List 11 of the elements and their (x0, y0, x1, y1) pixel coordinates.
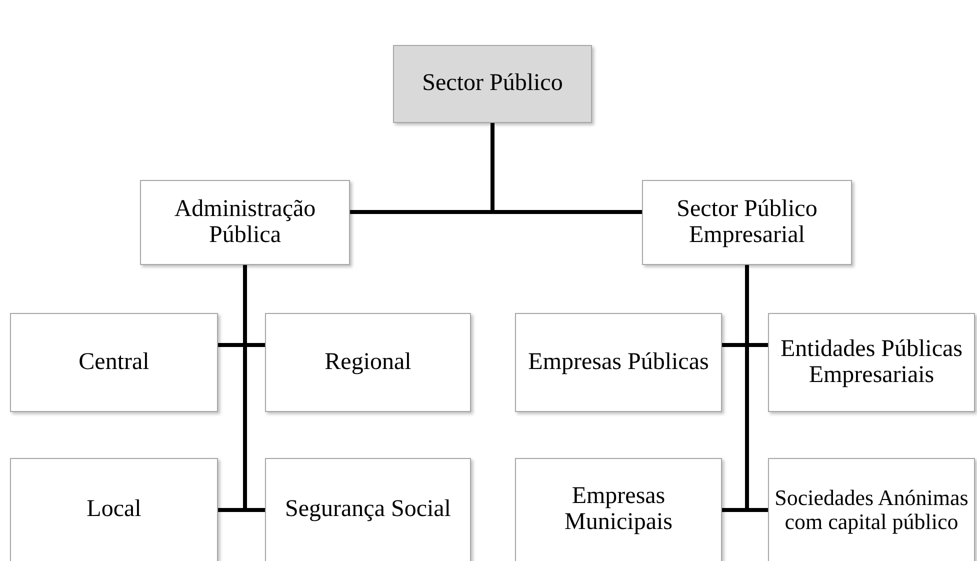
org-box: Empresas Públicas (515, 313, 722, 412)
org-box: Empresas Municipais (515, 458, 722, 561)
org-box: Sector Público Empresarial (642, 180, 852, 265)
org-box: Administração Pública (140, 180, 350, 265)
org-box: Entidades Públicas Empresariais (768, 313, 975, 412)
org-box: Regional (265, 313, 471, 412)
org-box: Central (10, 313, 218, 412)
org-box: Local (10, 458, 218, 561)
org-box: Sector Público (393, 45, 592, 123)
org-box: Segurança Social (265, 458, 471, 561)
org-box: Sociedades Anónimas com capital público (768, 458, 975, 561)
